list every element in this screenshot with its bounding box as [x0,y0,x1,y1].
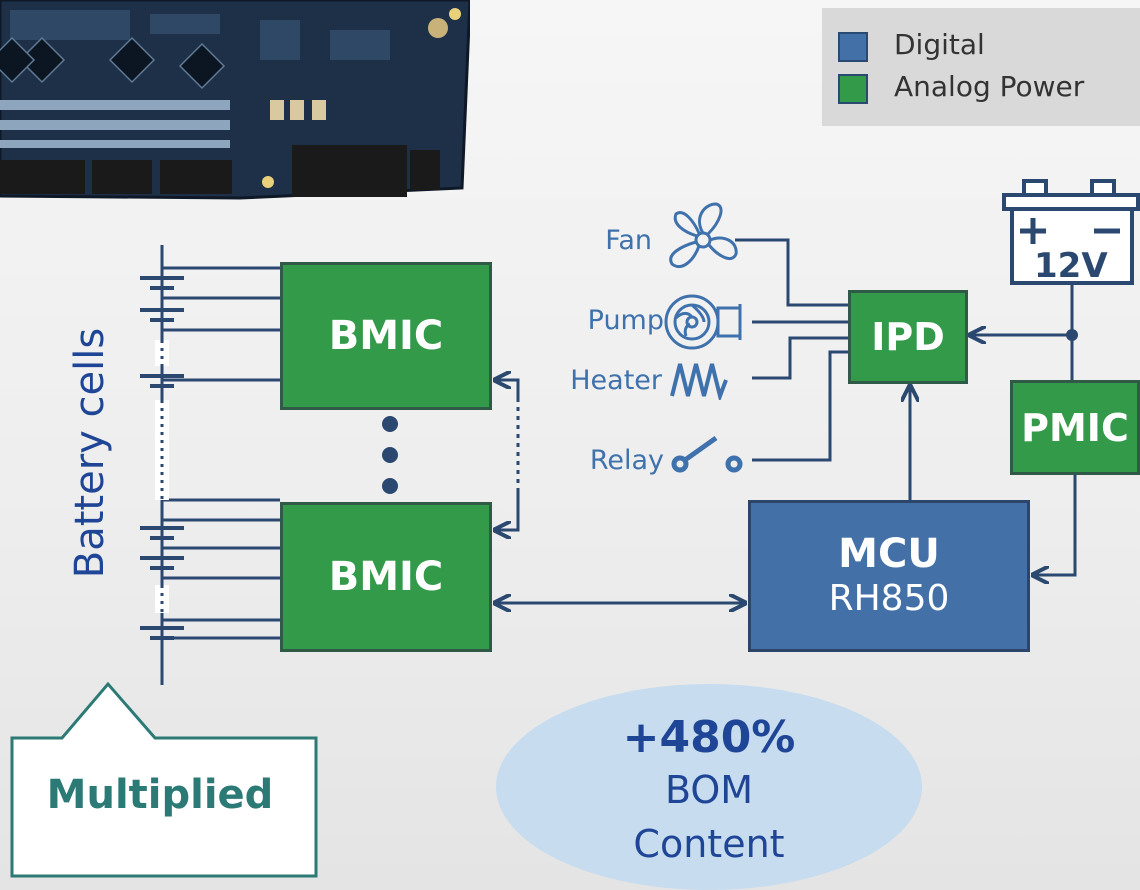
bmic-top-label: BMIC [329,313,444,359]
fan-icon [664,198,742,282]
battery-cells-label: Battery cells [67,303,113,603]
bom-line2: Content [496,822,922,866]
pmic-label: PMIC [1021,406,1129,450]
fan-label: Fan [560,225,652,256]
pump-label: Pump [540,305,664,336]
legend-swatch-analog [838,74,868,104]
relay-switch-icon [668,430,748,476]
mcu-subtitle: RH850 [829,577,950,621]
battery-12v-label: 12V [1034,246,1108,286]
legend-label-analog: Analog Power [894,70,1084,103]
legend-label-digital: Digital [894,28,985,61]
multiplied-callout: Multiplied [10,772,310,818]
pmic-block: PMIC [1010,380,1140,475]
legend-swatch-digital [838,32,868,62]
relay-label: Relay [540,445,664,476]
bmic-bottom-label: BMIC [329,554,444,600]
bom-line1: BOM [496,768,922,812]
ipd-block: IPD [848,290,968,384]
mcu-title: MCU [838,531,940,577]
bom-value: +480% [496,712,922,763]
pump-icon [664,290,754,354]
legend: Digital Analog Power [822,8,1140,126]
ipd-label: IPD [871,315,945,359]
heater-label: Heater [520,365,662,396]
bmic-bottom-block: BMIC [280,502,492,652]
mcu-block: MCU RH850 [748,500,1030,652]
heater-icon [670,360,742,400]
bmic-top-block: BMIC [280,262,492,410]
